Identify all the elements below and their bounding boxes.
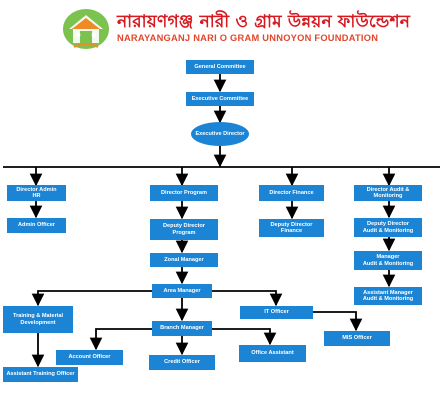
node-admin-officer: Admin Officer	[7, 218, 66, 233]
node-mis-officer: MIS Officer	[324, 331, 390, 346]
node-deputy-director-audit-monitoring: Deputy Director Audit & Monitoring	[354, 218, 422, 237]
organization-name-english: NARAYANGANJ NARI O GRAM UNNOYON FOUNDATI…	[117, 33, 379, 43]
node-manager-audit-monitoring: Manager Audit & Monitoring	[354, 251, 422, 270]
node-director-audit-monitoring: Director Audit & Monitoring	[354, 185, 422, 201]
connector-area-to-training	[31, 290, 152, 307]
node-account-officer: Account Officer	[56, 350, 123, 365]
node-general-committee: General Committee	[186, 60, 254, 74]
foundation-logo	[63, 9, 109, 49]
node-area-manager: Area Manager	[152, 284, 212, 298]
connector-branch-to-account	[89, 328, 152, 351]
node-assistant-manager-audit-monitoring: Assistant Manager Audit & Monitoring	[354, 287, 422, 305]
organization-name-bengali: নারায়ণগঞ্জ নারী ও গ্রাম উন্নয়ন ফাউন্ডে…	[117, 12, 411, 32]
node-deputy-director-program: Deputy Director Program	[150, 219, 218, 240]
node-it-officer: IT Officer	[240, 306, 313, 319]
node-zonal-manager: Zonal Manager	[150, 253, 218, 267]
node-assistant-training-officer: Assistant Training Officer	[3, 367, 78, 382]
node-executive-director: Executive Director	[191, 122, 249, 146]
node-executive-committee: Executive Committee	[186, 92, 254, 106]
node-deputy-director-finance: Deputy Director Finance	[259, 219, 324, 237]
connector-it-to-mis	[313, 311, 363, 332]
node-training-material-development: Training & Material Development	[3, 306, 73, 333]
node-credit-officer: Credit Officer	[149, 355, 215, 370]
connector-branch-to-office	[212, 328, 277, 346]
node-director-admin-hr: Director Admin HR	[7, 185, 66, 201]
node-branch-manager: Branch Manager	[152, 321, 212, 336]
connector-area-to-it	[212, 290, 283, 307]
node-director-program: Director Program	[150, 185, 218, 201]
node-director-finance: Director Finance	[259, 185, 324, 201]
node-office-assistant: Office Assistant	[239, 345, 306, 362]
